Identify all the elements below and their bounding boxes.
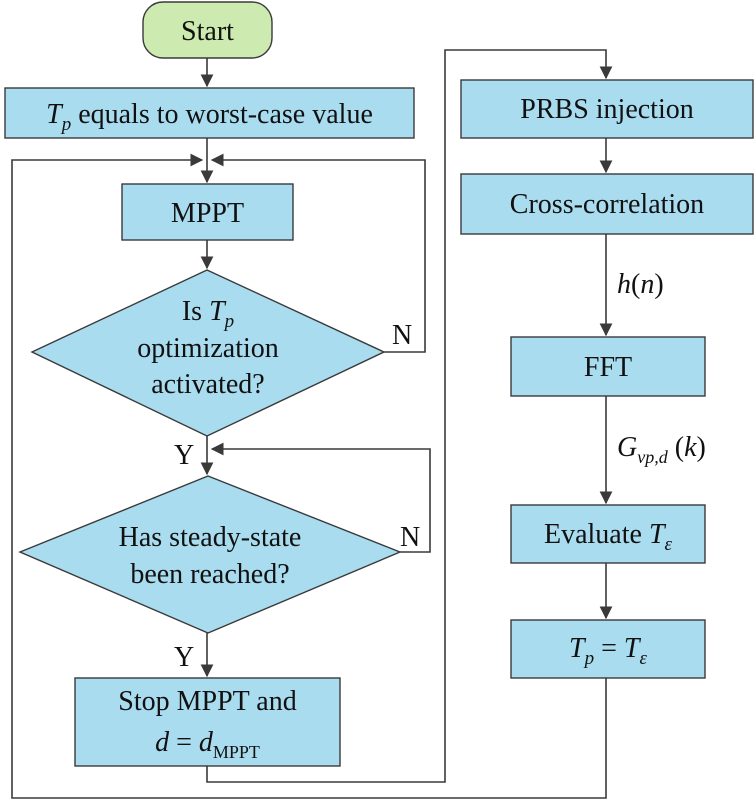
edges <box>11 49 613 799</box>
decision1-line1: Is Tp <box>182 296 234 332</box>
node-prbs: PRBS injection <box>460 79 754 139</box>
node-tp-init: Tp equals to worst-case value <box>4 87 415 139</box>
node-assign-tp: Tp = Tε <box>510 619 706 679</box>
node-fft: FFT <box>510 336 706 397</box>
decision1-yes-label: Y <box>174 440 194 471</box>
node-evaluate: Evaluate Tε <box>510 504 706 564</box>
hn-label: h(n) <box>617 269 664 300</box>
node-stop-mppt: Stop MPPT and d = dMPPT <box>74 677 341 767</box>
tp-init-label: Tp equals to worst-case value <box>46 99 373 135</box>
evaluate-label: Evaluate Tε <box>544 519 673 555</box>
prbs-label: PRBS injection <box>520 94 693 125</box>
g-transfer-label: Gvp,d (k) <box>617 432 706 467</box>
fft-label: FFT <box>584 352 632 383</box>
node-decision-tp-optimization: Is Tp optimization activated? <box>30 269 386 437</box>
stop-line1: Stop MPPT and <box>118 686 296 717</box>
decision1-no-label: N <box>392 320 412 351</box>
node-decision-steady-state: Has steady-state been reached? <box>18 475 402 634</box>
decision2-line1: Has steady-state <box>119 522 302 553</box>
edge-stop-to-prbs <box>206 49 613 783</box>
decision2-yes-label: Y <box>174 642 194 673</box>
node-mppt: MPPT <box>121 183 294 241</box>
mppt-label: MPPT <box>171 198 244 229</box>
decision1-line2: optimization <box>137 333 279 364</box>
assign-label: Tp = Tε <box>569 633 647 669</box>
edge-decision2-no-loop <box>210 442 431 553</box>
decision2-no-label: N <box>400 522 420 553</box>
edge-decision1-no-loop <box>210 153 426 353</box>
xcorr-label: Cross-correlation <box>510 189 704 220</box>
decision2-line2: been reached? <box>130 559 289 590</box>
node-cross-correlation: Cross-correlation <box>460 173 754 235</box>
start-label: Start <box>181 16 234 47</box>
decision1-line3: activated? <box>151 369 264 400</box>
node-start: Start <box>142 1 273 59</box>
edge-assign-back-to-mppt <box>11 153 607 799</box>
stop-line2: d = dMPPT <box>155 727 260 762</box>
